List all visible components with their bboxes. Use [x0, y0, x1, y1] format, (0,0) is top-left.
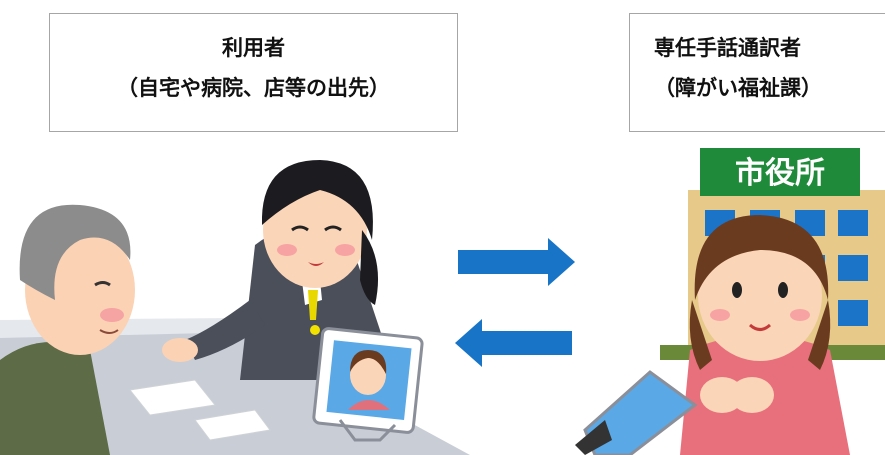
user-label-box: 利用者 （自宅や病院、店等の出先） [49, 13, 458, 132]
interpreter-label-box: 専任手話通訳者 （障がい福祉課） [629, 13, 885, 132]
counter-scene-illustration [0, 160, 470, 455]
interpreter-tablet [575, 370, 698, 455]
send-arrow [458, 238, 575, 286]
tablet-video-call [312, 327, 424, 442]
interpreter-figure [680, 215, 850, 455]
interpreter-label-subtitle: （障がい福祉課） [654, 76, 822, 100]
user-label-subtitle: （自宅や病院、店等の出先） [117, 76, 390, 100]
interpreter-label-title: 専任手話通訳者 [654, 36, 801, 60]
receive-arrow [455, 319, 572, 367]
user-label-title: 利用者 [222, 36, 285, 60]
elderly-customer-figure [0, 204, 135, 455]
city-hall-sign: 市役所 [735, 156, 825, 191]
